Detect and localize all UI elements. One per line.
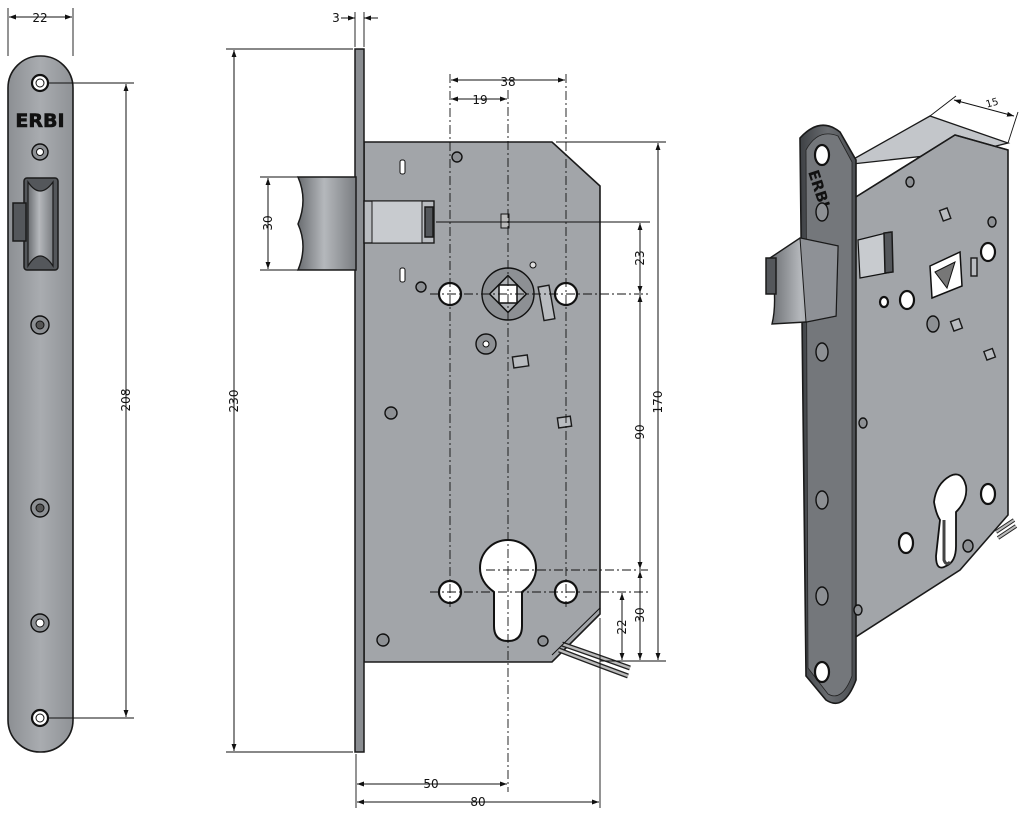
dim-case-depth: 80 [470, 795, 485, 809]
dim-cylinder-offset: 22 [615, 619, 629, 634]
latch-bolt [296, 176, 357, 271]
dim-half-center: 19 [472, 93, 487, 107]
iso-case [850, 134, 1009, 642]
dim-hole-spacing: 208 [119, 389, 133, 412]
dim-center-distance: 38 [500, 75, 515, 89]
dim-case-height: 170 [651, 391, 665, 414]
dim-bottom-offset: 30 [633, 607, 647, 622]
dim-iso-depth: 15 [985, 97, 1000, 111]
faceplate-front-view: ERBI 22 208 [7, 8, 134, 753]
dim-latch-height: 30 [261, 215, 275, 230]
latch-side [12, 202, 27, 242]
brand-mark: ERBI [15, 110, 64, 132]
dim-faceplate-width: 22 [32, 11, 47, 25]
lock-side-view: 3 230 30 38 19 23 170 90 30 22 [226, 11, 666, 809]
dim-faceplate-thickness: 3 [332, 11, 340, 25]
iso-cylinder-cutout [933, 473, 968, 569]
faceplate-edge [354, 48, 365, 753]
lock-isometric-view: ERBI [765, 95, 1019, 705]
dim-follower-latch: 23 [633, 250, 647, 265]
dim-follower-cylinder: 90 [633, 424, 647, 439]
dim-backset: 50 [423, 777, 438, 791]
dim-overall-height: 230 [227, 390, 241, 413]
